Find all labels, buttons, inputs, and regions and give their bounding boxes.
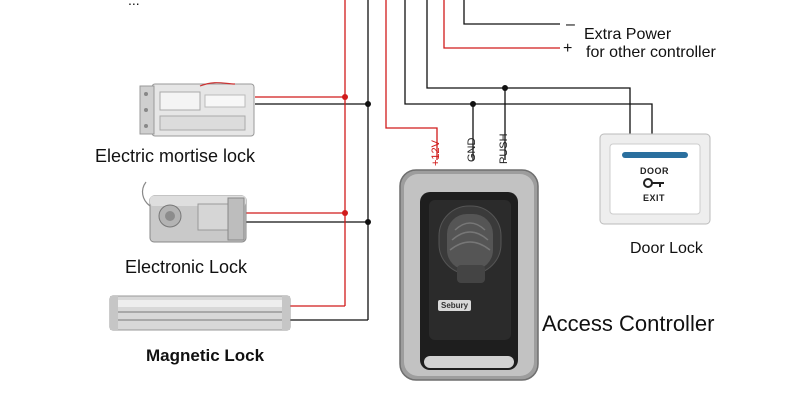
access-controller-image <box>399 169 539 381</box>
minus-sign: – <box>566 16 575 33</box>
junction-dot <box>342 94 348 100</box>
terminal-12v: +12V <box>430 140 442 166</box>
junction-dot <box>365 219 371 225</box>
extra-power-label: Extra Power <box>584 26 672 43</box>
top-partial-label: ... <box>128 0 140 8</box>
wire-extra-power-minus <box>463 0 560 25</box>
mortise-lock-image <box>139 82 255 137</box>
door-lock-label: Door Lock <box>630 240 703 257</box>
terminal-gnd: GND <box>466 137 478 162</box>
wire-gnd <box>426 0 631 138</box>
plus-sign: + <box>563 40 573 57</box>
mortise-lock-label: Electric mortise lock <box>95 146 256 166</box>
controller-brand-label: Sebury <box>438 300 472 311</box>
electronic-lock-label: Electronic Lock <box>125 257 248 277</box>
junction-dot <box>342 210 348 216</box>
exit-button-image <box>599 133 711 225</box>
terminal-push: PUSH <box>498 133 510 164</box>
wire-12v <box>385 0 438 160</box>
magnetic-lock-label: Magnetic Lock <box>146 346 265 365</box>
black-wires <box>245 0 653 321</box>
wire-extra-power-plus <box>443 0 560 49</box>
junction-dots <box>342 85 508 225</box>
electronic-lock-image <box>141 181 247 243</box>
red-wires <box>245 0 560 307</box>
junction-dot <box>470 101 476 107</box>
junction-dot <box>365 101 371 107</box>
wire-push-to-exit <box>404 0 653 138</box>
exit-button-exit-text: EXIT <box>643 193 666 203</box>
exit-button-door-text: DOOR <box>640 166 669 176</box>
extra-power-sub-label: for other controller <box>586 44 716 61</box>
access-controller-label: Access Controller <box>542 311 715 336</box>
magnetic-lock-image <box>109 295 291 331</box>
junction-dot <box>502 85 508 91</box>
key-icon <box>643 178 664 188</box>
